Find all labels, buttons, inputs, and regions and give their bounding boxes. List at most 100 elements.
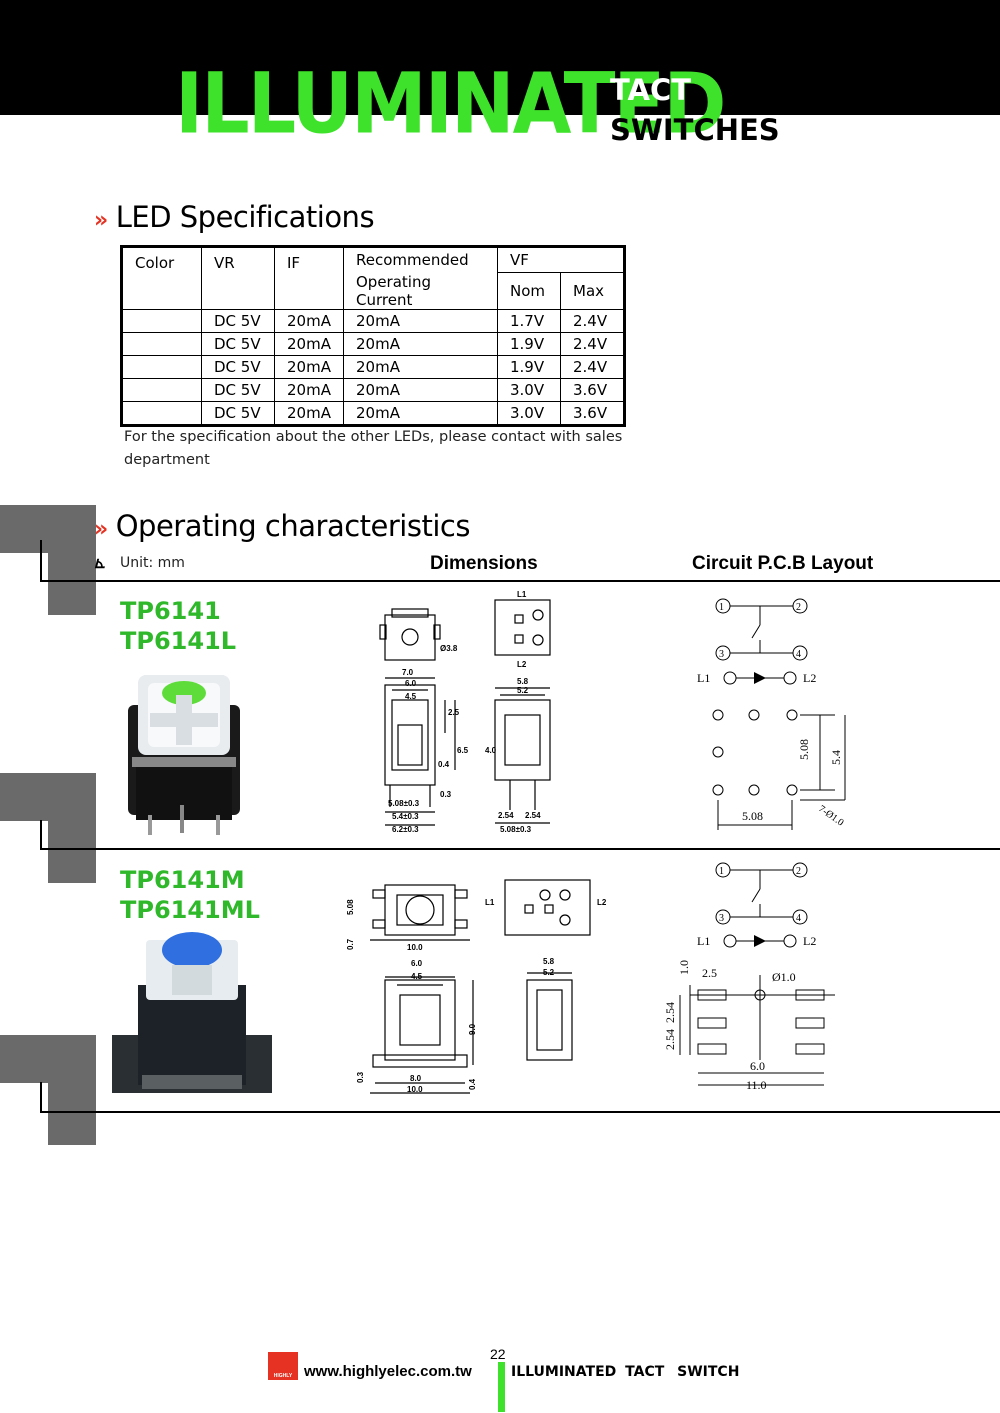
- unit-label: Unit: mm: [120, 555, 185, 571]
- col-vr: VR: [201, 246, 275, 310]
- circuit-layout: 1 2 3 4 L1 L2 5.08 5.08 5.4 7-Ø1.0: [697, 598, 846, 830]
- cell-if: 20mA: [274, 331, 344, 356]
- footer-tag-word: ILLUMINATED: [511, 1364, 617, 1380]
- pcb-dim-label: 5.08: [742, 809, 763, 823]
- dimensions-column-header: Dimensions: [430, 553, 538, 574]
- model-name: TP6141L: [120, 627, 237, 655]
- cell-current: 20mA: [343, 354, 498, 379]
- dim-label: 4.5: [411, 972, 423, 981]
- page-subtitle-line1: TACT: [610, 73, 692, 107]
- cell-max: 2.4V: [560, 308, 625, 333]
- ruler-icon: ⊾: [93, 555, 107, 572]
- frame-line: [40, 1082, 42, 1112]
- terminal-label: 2: [796, 866, 801, 877]
- dim-label: 5.2: [543, 968, 555, 977]
- pcb-dim-label: 11.0: [746, 1078, 767, 1092]
- dim-label: 0.4: [438, 760, 450, 769]
- led-label: L1: [697, 934, 710, 948]
- col-color: Color: [121, 246, 202, 310]
- cell-max: 3.6V: [560, 377, 625, 402]
- section-marker-icon: »: [94, 517, 108, 542]
- circuit-layout: 1 2 3 4 L1 L2 1.0 2.5 Ø1.0 2.54 2.54 6.0…: [663, 862, 835, 1092]
- led-spec-heading: » LED Specifications: [94, 200, 375, 234]
- dim-label: 2.5: [448, 708, 460, 717]
- led-spec-note: For the specification about the other LE…: [124, 429, 623, 468]
- company-logo: HIGHLY: [268, 1352, 298, 1380]
- col-max: Max: [560, 272, 625, 310]
- cell-current: 20mA: [343, 308, 498, 333]
- col-operating-current: Operating Current: [343, 272, 498, 310]
- dim-label: 6.5: [457, 746, 469, 755]
- pcb-dim-label: 2.54: [663, 1029, 677, 1050]
- led-label: L1: [697, 671, 710, 685]
- led-spec-table-wrap: Color VR IF Recommended VF Operating Cur…: [120, 245, 626, 427]
- dim-label: 0.4: [468, 1078, 477, 1090]
- pcb-dim-label: 6.0: [750, 1059, 765, 1073]
- grey-tab-decoration: [0, 505, 96, 553]
- dim-label: L1: [517, 590, 527, 599]
- dim-label: 5.8: [543, 957, 555, 966]
- cell-max: 3.6V: [560, 400, 625, 426]
- cell-color: [121, 377, 202, 402]
- dim-label: 5.08±0.3: [500, 825, 532, 834]
- led-label: L2: [803, 934, 816, 948]
- dim-label: 0.3: [440, 790, 452, 799]
- table-header-row: Color VR IF Recommended VF: [121, 246, 625, 310]
- page-number: 22: [490, 1346, 506, 1362]
- col-vf: VF: [497, 246, 625, 273]
- cell-color: [121, 354, 202, 379]
- dim-label: 7.0: [402, 668, 414, 677]
- terminal-label: 1: [719, 866, 724, 877]
- cell-vr: DC 5V: [201, 400, 275, 426]
- dim-label: L2: [597, 898, 607, 907]
- dim-label: 2.54: [498, 811, 514, 820]
- cell-if: 20mA: [274, 400, 344, 426]
- cell-current: 20mA: [343, 400, 498, 426]
- frame-line: [40, 580, 1000, 582]
- dim-label: 2.54: [525, 811, 541, 820]
- terminal-label: 1: [719, 602, 724, 613]
- section-marker-icon: »: [94, 208, 108, 233]
- dim-label: 9.0: [468, 1023, 477, 1035]
- cell-current: 20mA: [343, 331, 498, 356]
- cell-vr: DC 5V: [201, 377, 275, 402]
- cell-nom: 3.0V: [497, 377, 561, 402]
- dim-label: Ø3.8: [440, 644, 458, 653]
- switch-photo: [128, 675, 240, 835]
- grey-tab-decoration: [48, 1083, 96, 1145]
- pcb-dim-label: Ø1.0: [772, 970, 796, 984]
- cell-color: [121, 400, 202, 426]
- cell-nom: 1.7V: [497, 308, 561, 333]
- dim-label: L1: [485, 898, 495, 907]
- footer-tagline: ILLUMINATED TACT SWITCH: [511, 1364, 739, 1380]
- terminal-label: 4: [796, 913, 801, 924]
- led-label: L2: [803, 671, 816, 685]
- pcb-dim-label: 2.5: [702, 966, 717, 980]
- dim-label: 4.5: [405, 692, 417, 701]
- cell-vr: DC 5V: [201, 331, 275, 356]
- cell-nom: 1.9V: [497, 331, 561, 356]
- footer-tag-word: SWITCH: [677, 1364, 740, 1380]
- cell-current: 20mA: [343, 377, 498, 402]
- dim-label: 5.08: [346, 899, 355, 915]
- footer-url[interactable]: www.highlyelec.com.tw: [304, 1363, 472, 1380]
- col-nom: Nom: [497, 272, 561, 310]
- led-spec-heading-text: LED Specifications: [115, 200, 375, 234]
- dim-label: 6.0: [411, 959, 423, 968]
- cell-if: 20mA: [274, 377, 344, 402]
- dim-label: 10.0: [407, 1085, 423, 1094]
- col-recommended: Recommended: [343, 246, 498, 273]
- cell-vr: DC 5V: [201, 308, 275, 333]
- cell-if: 20mA: [274, 308, 344, 333]
- grey-tab-decoration: [0, 1035, 96, 1083]
- dim-label: 5.8: [517, 677, 529, 686]
- dim-label: 8.0: [410, 1074, 422, 1083]
- model-name: TP6141: [120, 597, 221, 625]
- grey-tab-decoration: [0, 773, 96, 821]
- operating-heading: »Operating characteristics: [94, 509, 470, 543]
- pcb-dim-label: 1.0: [677, 960, 691, 975]
- dim-label: 6.2±0.3: [392, 825, 419, 834]
- pcb-dim-label: 7-Ø1.0: [816, 803, 845, 828]
- dim-label: 10.0: [407, 943, 423, 952]
